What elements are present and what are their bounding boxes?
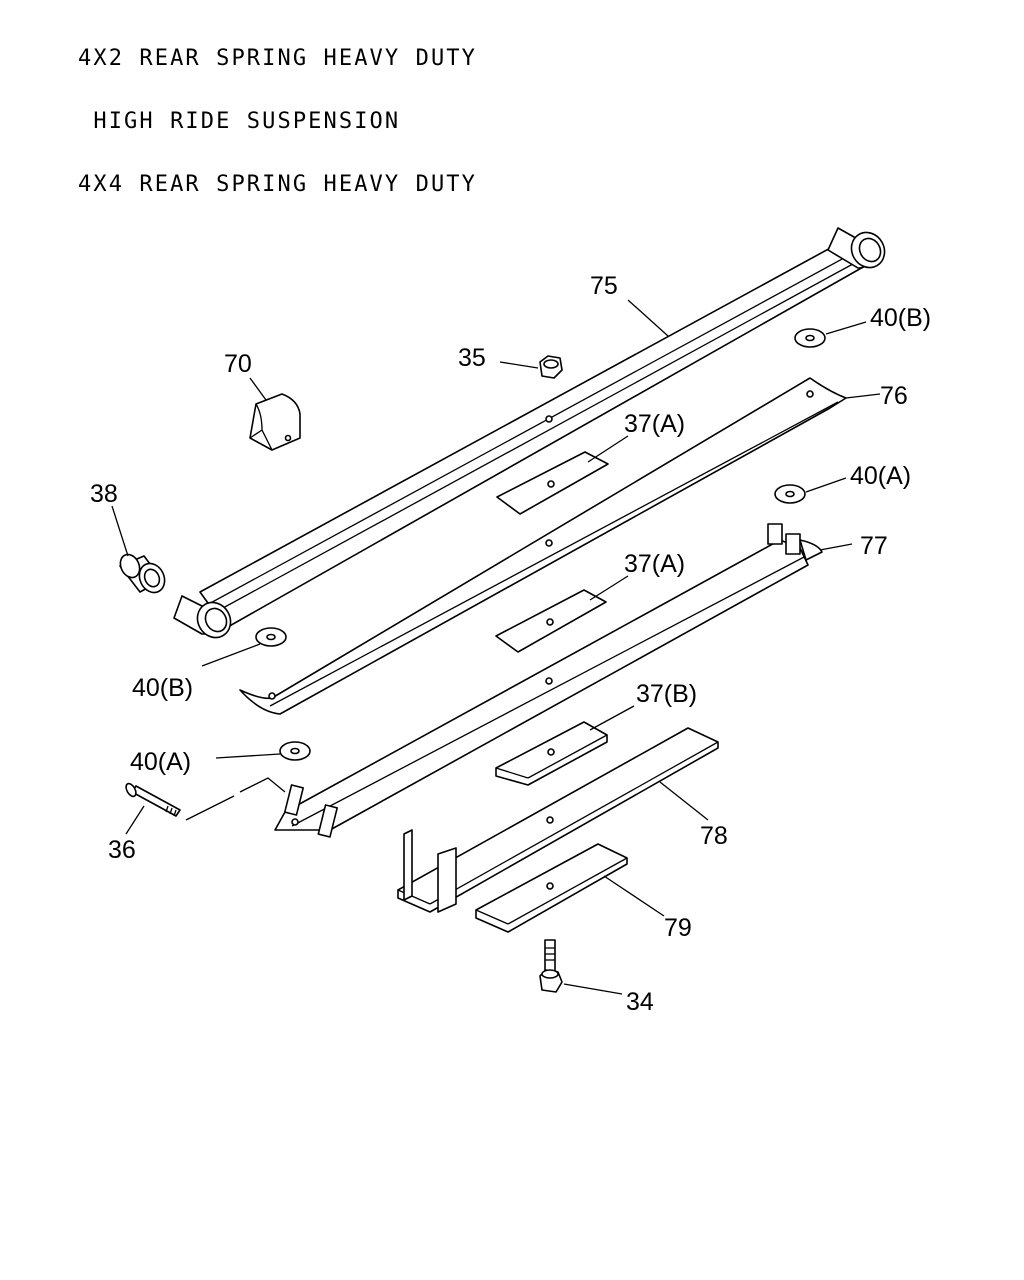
callout-70: 70: [224, 350, 252, 378]
callout-37b: 37(B): [636, 680, 697, 708]
header-line-2: HIGH RIDE SUSPENSION: [78, 109, 401, 134]
nut-part-35: [539, 355, 563, 379]
callout-75: 75: [590, 272, 618, 300]
callout-77: 77: [860, 532, 888, 560]
bump-stopper-part-70: [249, 393, 301, 451]
bolt-alignment-line-2: [239, 777, 286, 793]
callout-34: 34: [626, 988, 654, 1016]
header-line-3: 4X4 REAR SPRING HEAVY DUTY: [78, 172, 477, 197]
callout-36: 36: [108, 836, 136, 864]
pad-37a-top: [496, 451, 609, 515]
callout-40a-top: 40(A): [850, 462, 911, 490]
bracket-plate-part-78: [397, 727, 719, 913]
washer-40a-left: [279, 741, 311, 761]
second-leaf-part-76: [239, 377, 847, 715]
callout-37a-mid: 37(A): [624, 550, 685, 578]
leader-lines: [111, 299, 881, 995]
callout-78: 78: [700, 822, 728, 850]
callout-38: 38: [90, 480, 118, 508]
callout-79: 79: [664, 914, 692, 942]
callout-40b-top: 40(B): [870, 304, 931, 332]
washer-40b-top: [794, 328, 826, 348]
main-leaf-part-75: [173, 227, 886, 639]
pad-37a-mid: [495, 589, 607, 653]
center-bolt-part-36: [125, 782, 181, 817]
bushing-part-38: [119, 553, 166, 594]
washer-40b-left: [255, 627, 287, 647]
third-leaf-part-77: [274, 523, 823, 838]
callout-76: 76: [880, 382, 908, 410]
header-line-1: 4X2 REAR SPRING HEAVY DUTY: [78, 46, 477, 71]
pad-37b: [495, 721, 608, 786]
callout-35: 35: [458, 344, 486, 372]
callout-40a-left: 40(A): [130, 748, 191, 776]
diagram-header: 4X2 REAR SPRING HEAVY DUTY HIGH RIDE SUS…: [78, 6, 477, 216]
bolt-part-34: [539, 939, 563, 993]
washer-40a-top: [774, 484, 806, 504]
bolt-alignment-line: [185, 795, 235, 821]
callout-40b-left: 40(B): [132, 674, 193, 702]
callout-37a-top: 37(A): [624, 410, 685, 438]
lower-plate-part-79: [475, 843, 628, 933]
